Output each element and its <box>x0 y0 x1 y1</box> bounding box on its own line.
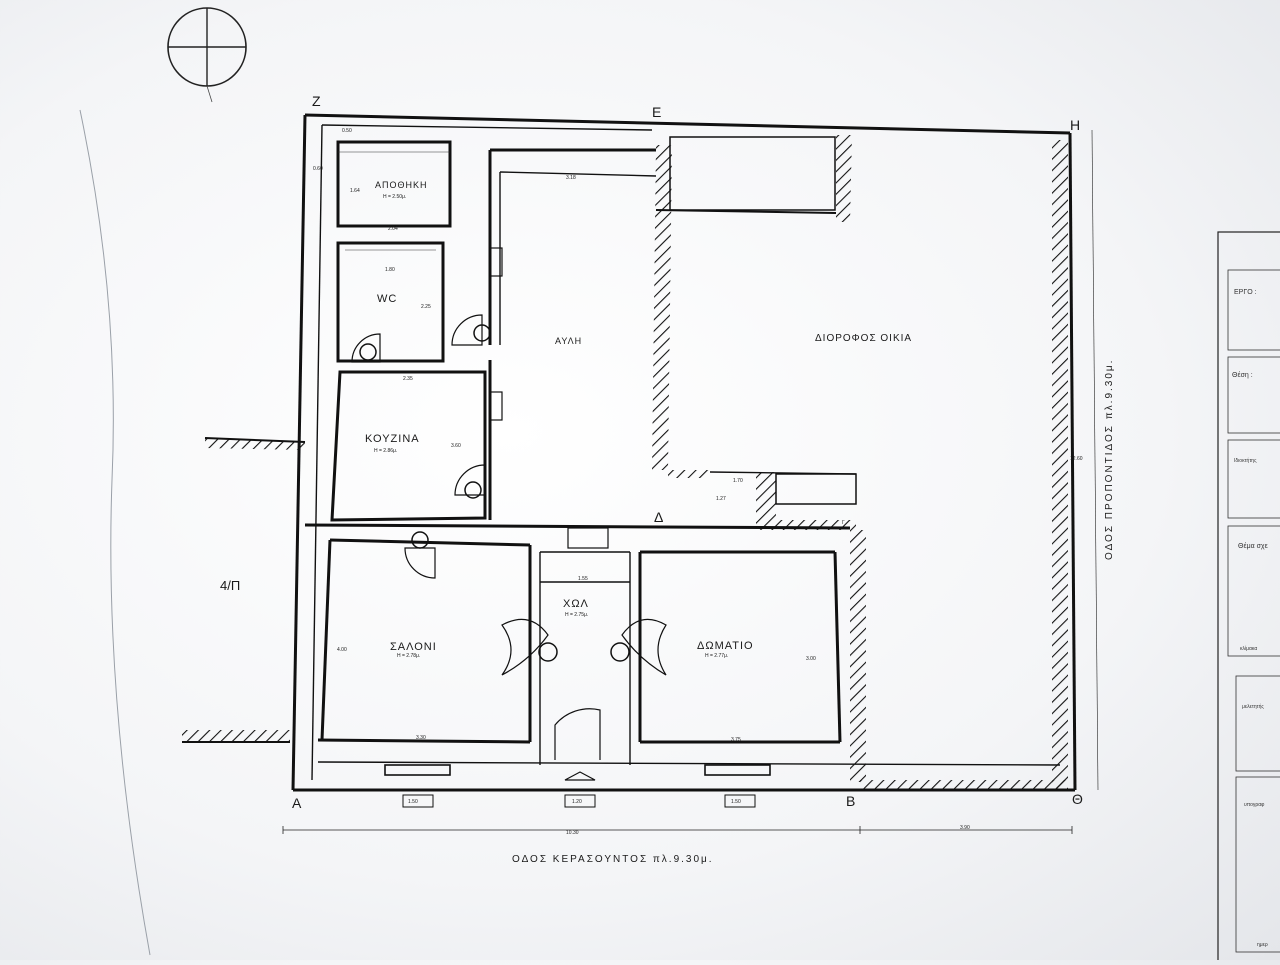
title-owner-label: Ιδιοκτήτης <box>1234 457 1257 464</box>
title-engineer-label: μελετητής <box>1242 703 1264 710</box>
title-project-label: ΕΡΓΟ : <box>1234 289 1257 296</box>
title-signature-label: υπογραφ <box>1244 802 1265 808</box>
room-hall-height: H = 2.75μ. <box>565 612 588 618</box>
room-bedroom-label: ΔΩΜΑΤΙΟ <box>697 640 754 652</box>
room-bedroom-height: H = 2.77μ. <box>705 653 728 659</box>
room-yard-label: ΑΥΛΗ <box>555 336 582 346</box>
dim-label: 3.75 <box>731 737 741 743</box>
door-entrance <box>554 708 601 781</box>
neighbor-ground <box>182 437 306 743</box>
title-block <box>1217 231 1280 965</box>
door-wc <box>351 333 381 363</box>
room-hall-label: ΧΩΛ <box>563 598 589 610</box>
dim-label: 3.18 <box>566 175 576 181</box>
room-kitchen-label: ΚΟΥΖΙΝΑ <box>365 433 420 445</box>
door-hall-right <box>610 618 667 676</box>
wc-room <box>336 241 445 363</box>
room-kitchen-height: H = 2.86μ. <box>374 448 397 454</box>
dim-label: 3.60 <box>451 443 461 449</box>
neighbor-plot-label: 4/Π <box>220 578 240 593</box>
storage-room <box>336 140 452 228</box>
kitchen-room <box>330 370 487 522</box>
window-label: 1.50 <box>731 799 741 805</box>
corner-gamma: Γ <box>842 520 845 526</box>
corner-z: Z <box>312 93 321 109</box>
street-bottom-label: ΟΔΟΣ ΚΕΡΑΣΟΥΝΤΟΣ πλ.9.30μ. <box>512 854 714 865</box>
corner-h: H <box>1070 117 1080 133</box>
room-living-label: ΣΑΛΟΝΙ <box>390 641 437 653</box>
corner-delta: Δ <box>654 509 663 525</box>
room-living-height: H = 2.78μ. <box>397 653 420 659</box>
corner-b: B <box>846 793 855 809</box>
room-storage-height: H = 2.50μ. <box>383 194 406 200</box>
title-position-label: Θέση : <box>1232 371 1253 379</box>
room-house-label: ΔΙΟΡΟΦΟΣ ΟΙΚΙΑ <box>815 333 912 344</box>
boundary-line <box>79 109 151 956</box>
main-block-walls <box>304 523 1061 766</box>
door-yard <box>451 314 491 346</box>
dim-label: 1.64 <box>350 188 360 194</box>
title-subject-label: Θέμα σχε <box>1238 542 1268 550</box>
dim-label: 2.04 <box>388 226 398 232</box>
dim-label: 0.60 <box>313 166 323 172</box>
dim-label: 1.27 <box>716 496 726 502</box>
door-hall-left <box>501 618 558 676</box>
dim-label: 12.60 <box>1070 456 1083 462</box>
yard-walls <box>488 148 657 520</box>
door-kitchen-yard <box>454 464 486 499</box>
street-right-label: ΟΔΟΣ ΠΡΟΠΟΝΤΙΔΟΣ πλ.9.30μ. <box>1104 359 1115 560</box>
room-storage-label: ΑΠΟΘΗΚΗ <box>375 180 428 190</box>
dim-label: 2.25 <box>421 304 431 310</box>
door-living-kitchen <box>404 531 436 579</box>
corner-a: A <box>292 795 302 811</box>
dim-label: 1.80 <box>385 267 395 273</box>
dim-label: 3.30 <box>416 735 426 741</box>
neighbor-house-walls <box>652 135 1068 790</box>
dim-label: 4.00 <box>337 647 347 653</box>
plot-outline <box>291 113 1077 792</box>
window-label: 1.20 <box>572 799 582 805</box>
corner-e: E <box>652 104 661 120</box>
corner-theta: Θ <box>1072 791 1083 807</box>
dim-label: 3.90 <box>960 825 970 831</box>
dim-label: 2.35 <box>403 376 413 382</box>
room-wc-label: WC <box>377 293 397 305</box>
north-arrow-icon <box>167 7 247 103</box>
title-date-label: ημερ <box>1257 942 1268 948</box>
dim-label: 10.30 <box>566 830 579 836</box>
dim-label: 1.55 <box>578 576 588 582</box>
dim-label: 0.50 <box>342 128 352 134</box>
title-scale-label: κλίμακα <box>1240 646 1257 652</box>
dim-label: 3.00 <box>806 656 816 662</box>
dimension-labels: 0.50 0.60 1.64 2.04 1.80 2.25 3.18 2.35 … <box>313 128 1083 836</box>
overall-dimension-line <box>282 129 1099 834</box>
dim-label: 1.70 <box>733 478 743 484</box>
window-label: 1.50 <box>408 799 418 805</box>
windows <box>384 247 771 808</box>
